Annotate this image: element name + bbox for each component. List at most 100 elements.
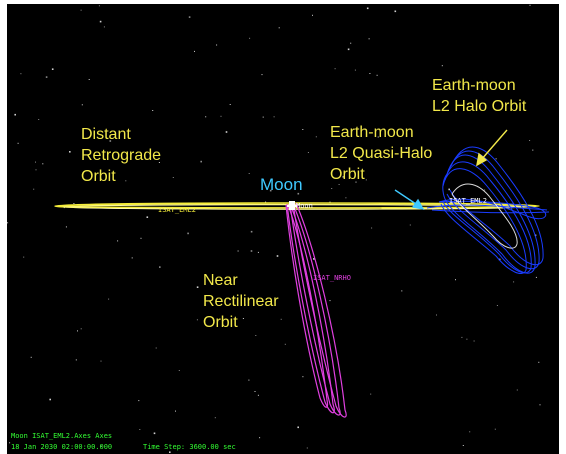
- star: [100, 445, 102, 447]
- star: [463, 83, 465, 85]
- star: [175, 410, 176, 412]
- star: [496, 305, 498, 306]
- star: [196, 319, 198, 321]
- star: [98, 5, 100, 7]
- star: [250, 250, 253, 252]
- star: [409, 224, 411, 226]
- 3d-viewport[interactable]: Distant Retrograde Orbit Moon Near Recti…: [7, 4, 559, 454]
- star: [100, 360, 102, 362]
- star: [405, 147, 408, 149]
- star: [455, 279, 456, 281]
- star: [109, 140, 112, 142]
- star: [302, 376, 304, 378]
- star: [529, 140, 531, 141]
- star: [538, 361, 540, 363]
- eml2-object-label-right: ISAT_EML2: [449, 197, 487, 205]
- star: [248, 173, 250, 174]
- star: [484, 189, 486, 191]
- star: [347, 48, 350, 51]
- star: [334, 68, 336, 70]
- star: [214, 417, 216, 419]
- star: [63, 207, 65, 209]
- star: [377, 136, 379, 138]
- star: [529, 4, 531, 6]
- star: [448, 188, 450, 191]
- halo-label: Earth-moon L2 Halo Orbit: [432, 77, 527, 115]
- star: [9, 442, 11, 444]
- star: [138, 400, 140, 402]
- star: [338, 184, 340, 185]
- star: [273, 116, 275, 118]
- star: [297, 426, 299, 429]
- star: [354, 69, 356, 71]
- star: [33, 188, 35, 190]
- star: [17, 142, 19, 144]
- star: [394, 10, 397, 13]
- star: [139, 429, 141, 430]
- star: [257, 251, 259, 253]
- star: [261, 74, 263, 76]
- star: [131, 257, 133, 259]
- star: [265, 201, 267, 203]
- star: [69, 151, 71, 153]
- star: [254, 391, 256, 392]
- star: [225, 131, 228, 133]
- star: [461, 336, 463, 338]
- star: [237, 250, 239, 252]
- star: [23, 256, 25, 258]
- star: [371, 227, 373, 229]
- star: [216, 44, 218, 46]
- star: [125, 180, 127, 182]
- star: [229, 104, 231, 105]
- star: [103, 26, 105, 28]
- star: [220, 115, 222, 117]
- star: [535, 276, 537, 278]
- star: [248, 379, 250, 381]
- star: [117, 240, 119, 242]
- star: [280, 318, 282, 320]
- star: [152, 110, 154, 111]
- star: [140, 237, 142, 239]
- star: [345, 197, 347, 199]
- star: [73, 203, 75, 204]
- l2-halo-orbit: [426, 146, 550, 274]
- star: [539, 404, 541, 406]
- star: [45, 76, 48, 78]
- star: [35, 169, 37, 171]
- star: [462, 445, 464, 446]
- star: [255, 335, 257, 336]
- moon-marker: [287, 201, 297, 210]
- star: [108, 298, 110, 300]
- star: [99, 20, 102, 23]
- star: [315, 136, 317, 138]
- star: [20, 73, 22, 75]
- star: [355, 181, 357, 183]
- star: [401, 290, 403, 292]
- star: [366, 7, 369, 10]
- star: [178, 370, 180, 371]
- star: [350, 42, 352, 44]
- star: [159, 266, 161, 268]
- star: [146, 216, 149, 218]
- eml2-object-label-left: ISAT_EML2: [158, 206, 196, 214]
- star: [368, 38, 370, 40]
- star: [441, 65, 443, 67]
- orbit-scene: [7, 4, 550, 453]
- star: [369, 73, 371, 74]
- star: [14, 113, 16, 116]
- star: [331, 188, 333, 189]
- star: [42, 163, 44, 165]
- star: [196, 286, 199, 288]
- near-rectilinear-orbit: [285, 202, 347, 418]
- star: [77, 330, 78, 332]
- star: [436, 314, 437, 316]
- star: [75, 359, 77, 361]
- star: [249, 37, 251, 39]
- hud-time-step-text: Time Step: 3600.00 sec: [143, 443, 236, 451]
- star: [306, 447, 308, 449]
- star: [473, 340, 475, 342]
- halo-arrow: [476, 129, 508, 167]
- star: [169, 451, 171, 453]
- star: [51, 68, 54, 70]
- star: [200, 160, 202, 163]
